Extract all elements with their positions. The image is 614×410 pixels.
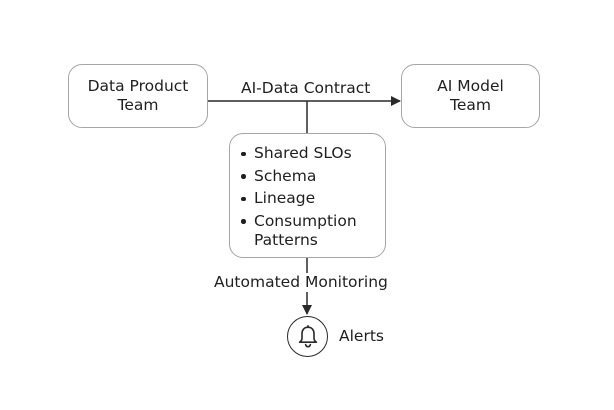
detail-item-consumption-patterns: Consumption Patterns xyxy=(238,212,379,250)
alerts-node xyxy=(287,316,328,357)
data-product-team-label-line2: Team xyxy=(117,96,159,114)
contract-edge-label: AI-Data Contract xyxy=(241,79,371,97)
detail-item-label: Schema xyxy=(254,166,317,185)
detail-item-lineage: Lineage xyxy=(238,189,379,208)
contract-details-list: Shared SLOs Schema Lineage Consumption P… xyxy=(238,144,379,250)
data-product-team-label-line1: Data Product xyxy=(87,77,189,95)
detail-item-label: Consumption xyxy=(254,211,357,230)
contract-details-node: Shared SLOs Schema Lineage Consumption P… xyxy=(229,133,386,258)
ai-model-team-node: AI Model Team xyxy=(401,64,540,128)
bell-icon xyxy=(298,325,318,348)
data-product-team-node: Data Product Team xyxy=(68,64,208,128)
ai-model-team-label-line1: AI Model xyxy=(437,77,504,95)
ai-model-team-label-line2: Team xyxy=(450,96,491,114)
monitoring-edge-label: Automated Monitoring xyxy=(212,273,390,292)
alerts-label: Alerts xyxy=(339,327,384,345)
detail-item-shared-slos: Shared SLOs xyxy=(238,144,379,163)
detail-item-label: Shared SLOs xyxy=(254,144,352,162)
detail-item-label-continued: Patterns xyxy=(254,230,318,249)
detail-item-label: Lineage xyxy=(254,189,316,207)
detail-item-schema: Schema xyxy=(238,167,379,186)
